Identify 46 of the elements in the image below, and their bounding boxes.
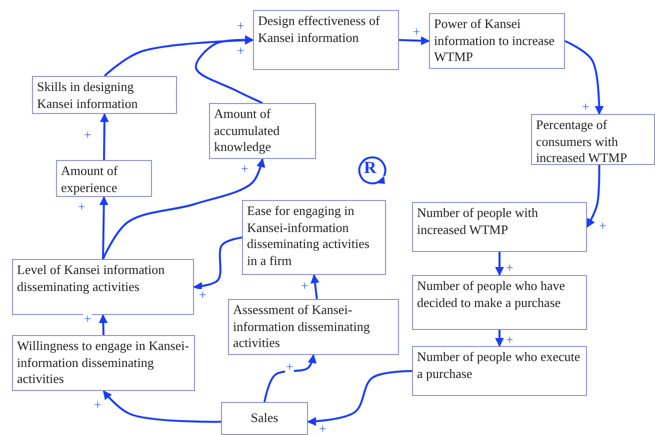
variable-box: Skills in designing Kansei information [32, 76, 177, 114]
variable-box: Percentage of consumers with increased WTMP [531, 114, 655, 165]
variable-box: Assessment of Kansei-information disseminating activities [228, 299, 399, 355]
variable-box: Sales [221, 402, 308, 435]
arrow [99, 196, 108, 260]
variable-box: Design effectiveness of Kansei information [253, 10, 399, 70]
polarity-sign: + [198, 289, 208, 301]
polarity-sign: + [240, 163, 250, 175]
arrow [264, 354, 317, 402]
arrow [307, 370, 412, 426]
variable-box: Number of people who execute a purchase [412, 346, 587, 396]
polarity-sign: + [83, 129, 92, 141]
arrow [310, 274, 320, 300]
loop-label: R [364, 159, 376, 177]
arrow [102, 158, 266, 260]
arrow [194, 35, 263, 104]
polarity-sign: + [505, 334, 514, 346]
arrow [100, 113, 109, 160]
polarity-sign: + [77, 201, 86, 213]
variable-box: Ease for engaging in Kansei-information disseminating activities in a firm [242, 200, 386, 275]
polarity-sign: + [505, 262, 514, 274]
polarity-sign: + [83, 313, 92, 325]
variable-box: Level of Kansei information disseminating activities [12, 259, 194, 315]
polarity-sign: + [598, 220, 608, 232]
variable-box: Amount of experience [56, 160, 152, 197]
variable-box: Willingness to engage in Kansei-information disseminating activities [12, 335, 195, 391]
polarity-sign: + [236, 20, 246, 32]
arrow [98, 314, 108, 336]
arrow [398, 36, 430, 46]
polarity-sign: + [412, 26, 422, 38]
arrow [102, 390, 221, 423]
variable-box: Number of people who have decided to make a purchase [412, 275, 587, 330]
polarity-sign: + [285, 361, 294, 373]
arrow [495, 252, 504, 276]
polarity-sign: + [300, 280, 310, 292]
arrow [495, 330, 504, 347]
arrow [586, 164, 600, 228]
polarity-sign: + [236, 45, 246, 57]
variable-box: Amount of accumulated knowledge [209, 103, 316, 159]
variable-box: Power of Kansei information to increase WTMP [429, 13, 565, 69]
variable-box: Number of people with increased WTMP [412, 202, 587, 252]
polarity-sign: + [318, 423, 328, 435]
polarity-sign: + [581, 101, 590, 113]
arrow [564, 40, 604, 115]
arrow [193, 236, 242, 291]
polarity-sign: + [93, 399, 102, 411]
